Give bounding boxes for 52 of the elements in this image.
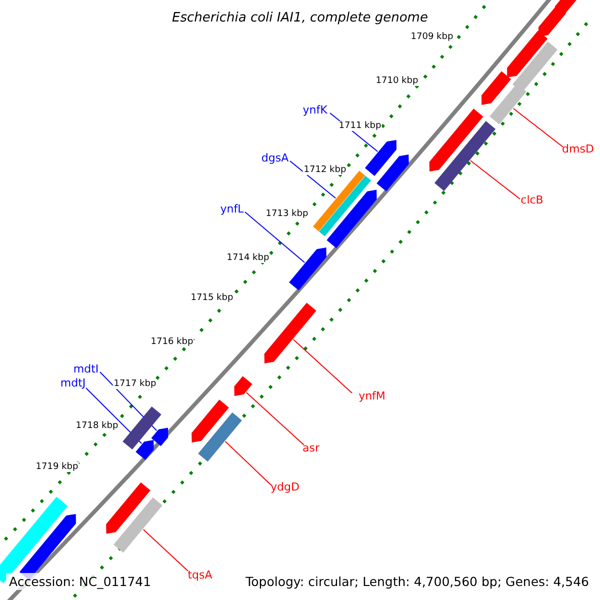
gene-feature: [122, 406, 162, 450]
gene-feature: [429, 108, 484, 172]
gene-feature: [365, 140, 396, 176]
gene-feature: [434, 121, 496, 191]
gene-label: ynfK: [302, 104, 328, 116]
gene-label: dgsA: [261, 152, 289, 164]
gene-label: ynfL: [220, 202, 244, 216]
gene-label: clcB: [520, 194, 544, 206]
gene-feature: [481, 71, 511, 105]
gene-label: mdtJ: [60, 376, 86, 390]
leader-line: [292, 338, 352, 394]
gene-feature: [192, 400, 229, 442]
tick-label: 1711 kbp: [338, 121, 382, 131]
title: Escherichia coli IAI1, complete genome: [172, 10, 428, 26]
gene-label: dmsD: [562, 142, 594, 156]
tick-label: 1717 kbp: [112, 379, 158, 389]
gene-feature: [326, 190, 377, 248]
leader-line: [290, 160, 336, 199]
gene-label: asr: [302, 442, 320, 454]
tick-label: 1709 kbp: [410, 32, 454, 42]
gene-feature: [106, 482, 150, 534]
tick-label: 1713 kbp: [264, 209, 310, 219]
gene-feature: [376, 154, 409, 192]
gene-label: tqsA: [188, 568, 212, 582]
gene-feature: [319, 176, 371, 236]
gene-feature: [512, 42, 558, 92]
gene-label: ydgD: [270, 480, 300, 494]
tick-label: 1718 kbp: [74, 421, 120, 431]
gene-feature: [136, 440, 154, 460]
gene-feature: [198, 412, 242, 462]
tick-label: 1710 kbp: [374, 76, 420, 86]
leader-line: [142, 528, 188, 572]
leader-line: [224, 440, 272, 486]
gene-feature: [114, 497, 162, 553]
gene-feature: [490, 84, 526, 124]
leader-line: [244, 212, 306, 264]
leader-line: [246, 392, 304, 446]
gene-feature: [264, 302, 316, 364]
gene-label: mdtI: [73, 362, 99, 376]
gene-label: ynfM: [358, 390, 386, 402]
tick-label: 1715 kbp: [190, 293, 234, 303]
tick-label: 1712 kbp: [302, 165, 348, 175]
gene-feature: [234, 376, 252, 396]
leader-line: [470, 160, 520, 200]
gene-feature: [289, 248, 326, 290]
tick-label: 1719 kbp: [34, 462, 80, 472]
gene-feature: [151, 428, 168, 446]
tick-label: 1714 kbp: [226, 253, 270, 263]
gene-feature: [507, 30, 548, 78]
tick-label: 1716 kbp: [150, 337, 194, 347]
gene-feature: [538, 5, 566, 37]
leader-line: [512, 108, 564, 148]
